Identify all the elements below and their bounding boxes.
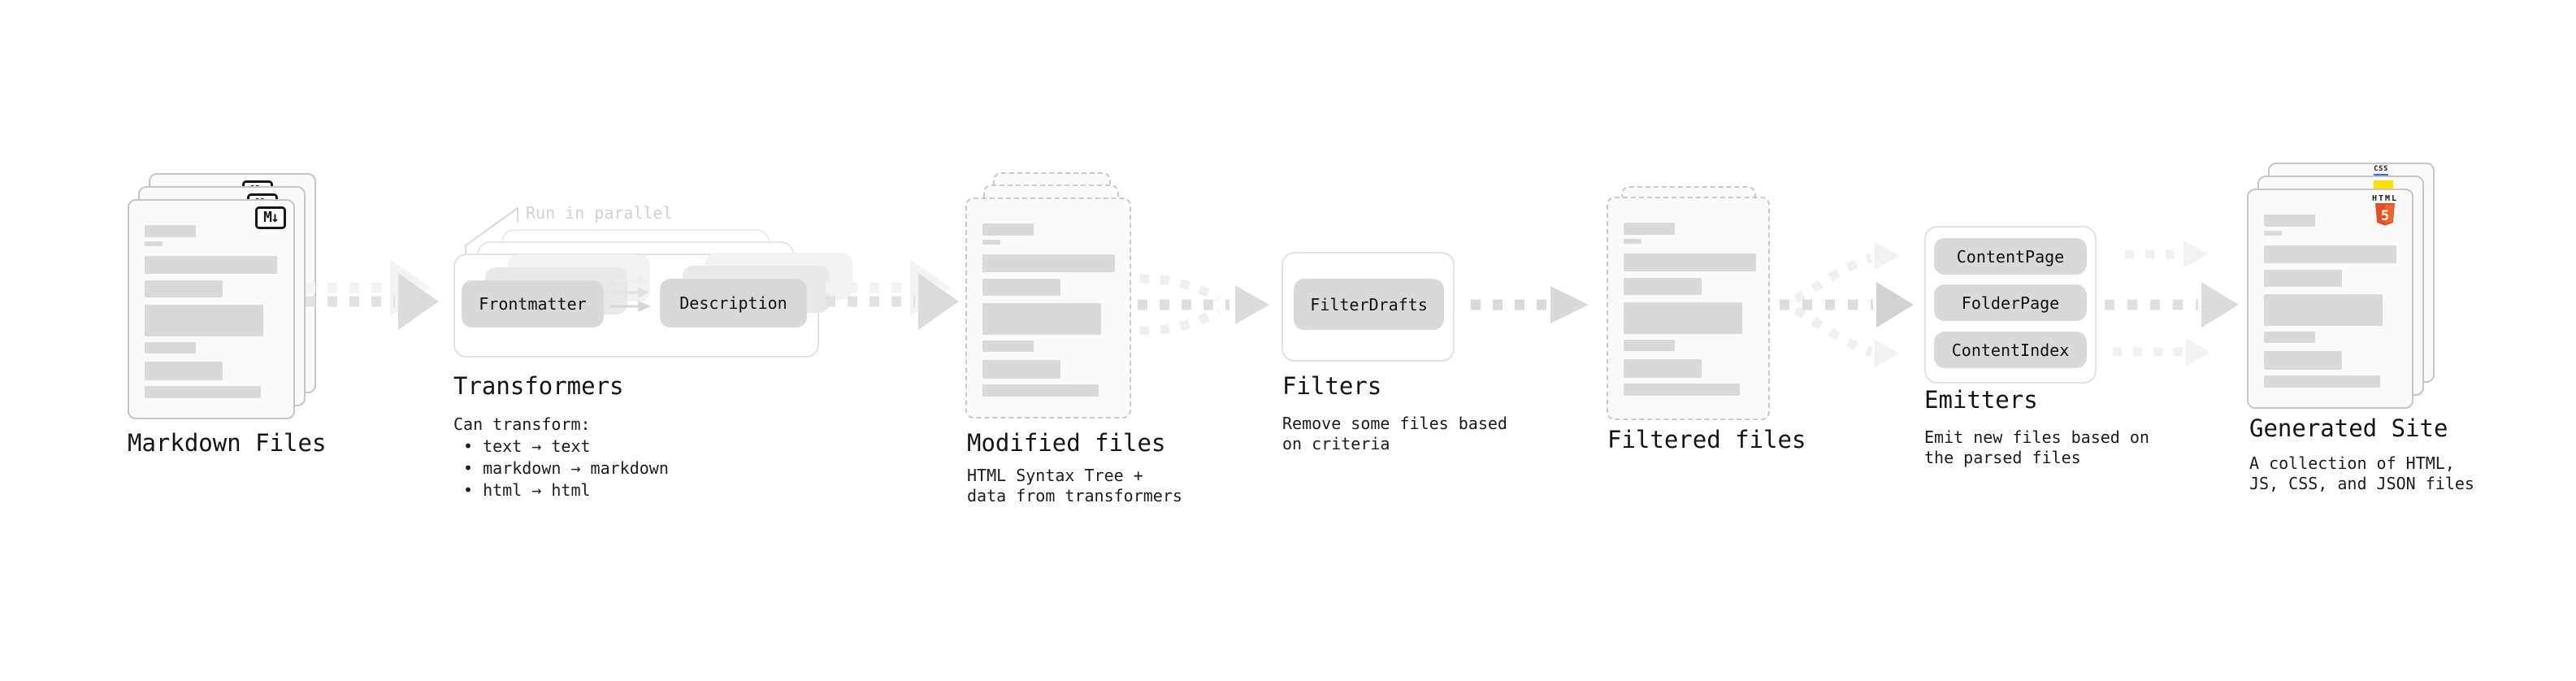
svg-text:5: 5 — [2381, 208, 2389, 224]
transformers-title: Transformers — [453, 372, 624, 400]
emitters-caption: Emit new files based on the parsed files — [1924, 427, 2149, 468]
flow-arrow-filtered-to-emitters — [1780, 242, 1914, 367]
parallel-arrows-icon — [610, 275, 652, 312]
html5-shield-icon: 5 — [2375, 203, 2395, 226]
caption-line: A collection of HTML, — [2249, 453, 2455, 473]
annotation-connector-line — [465, 207, 518, 258]
caption-line: the parsed files — [1924, 448, 2081, 467]
caption-bullet: • html → html — [463, 480, 591, 500]
generated-file-html: HTML 5 — [2247, 189, 2413, 409]
filters-caption: Remove some files based on criteria — [1282, 414, 1507, 454]
css-badge-label: CSS — [2374, 165, 2388, 173]
emitter-node-contentpage: ContentPage — [1934, 238, 2087, 275]
modified-files-caption: HTML Syntax Tree + data from transformer… — [967, 466, 1182, 506]
file-content-placeholder — [145, 201, 293, 418]
html5-badge-label: HTML — [2371, 194, 2399, 203]
flow-arrow-filters-to-filtered — [1471, 286, 1589, 323]
generated-site-caption: A collection of HTML, JS, CSS, and JSON … — [2249, 453, 2474, 494]
caption-line: HTML Syntax Tree + — [967, 466, 1143, 485]
transformer-node-frontmatter: Frontmatter — [462, 280, 604, 327]
flow-arrow-markdown-to-transformers — [306, 259, 439, 330]
flow-arrows-emitters-to-generated — [2105, 241, 2239, 366]
file-content-placeholder — [982, 199, 1130, 417]
file-content-placeholder — [1624, 198, 1768, 419]
js-file-icon — [2374, 180, 2393, 189]
run-in-parallel-annotation: Run in parallel — [526, 203, 673, 223]
markdown-files-label: Markdown Files — [128, 429, 327, 457]
filter-node-filterdrafts: FilterDrafts — [1294, 279, 1444, 330]
emitter-node-contentindex: ContentIndex — [1934, 332, 2087, 368]
file-content-placeholder — [2264, 190, 2412, 407]
filters-title: Filters — [1282, 372, 1382, 400]
flow-arrow-modified-to-filters — [1138, 274, 1269, 336]
modified-files-label: Modified files — [967, 429, 1166, 457]
flow-arrow-transformers-to-modified — [826, 259, 959, 330]
caption-line: JS, CSS, and JSON files — [2249, 474, 2474, 493]
caption-line: on criteria — [1282, 434, 1390, 453]
transformers-caption: Can transform: • text → text • markdown … — [453, 414, 669, 501]
generated-site-label: Generated Site — [2249, 414, 2448, 442]
caption-bullet: • text → text — [463, 436, 591, 456]
filtered-file-front — [1607, 197, 1770, 420]
caption-line: data from transformers — [967, 486, 1182, 505]
markdown-icon: M↓ — [255, 206, 286, 229]
emitter-node-folderpage: FolderPage — [1934, 284, 2087, 321]
caption-line: Remove some files based — [1282, 414, 1507, 433]
filtered-files-label: Filtered files — [1607, 426, 1806, 453]
modified-file-front — [965, 197, 1131, 419]
emitters-title: Emitters — [1924, 386, 2038, 414]
caption-line: Can transform: — [453, 414, 591, 434]
markdown-file-front: M↓ — [128, 199, 295, 419]
html5-file-icon: HTML 5 — [2367, 194, 2403, 228]
transformer-node-description: Description — [660, 279, 807, 327]
caption-bullet: • markdown → markdown — [463, 458, 669, 478]
caption-line: Emit new files based on — [1924, 427, 2149, 447]
